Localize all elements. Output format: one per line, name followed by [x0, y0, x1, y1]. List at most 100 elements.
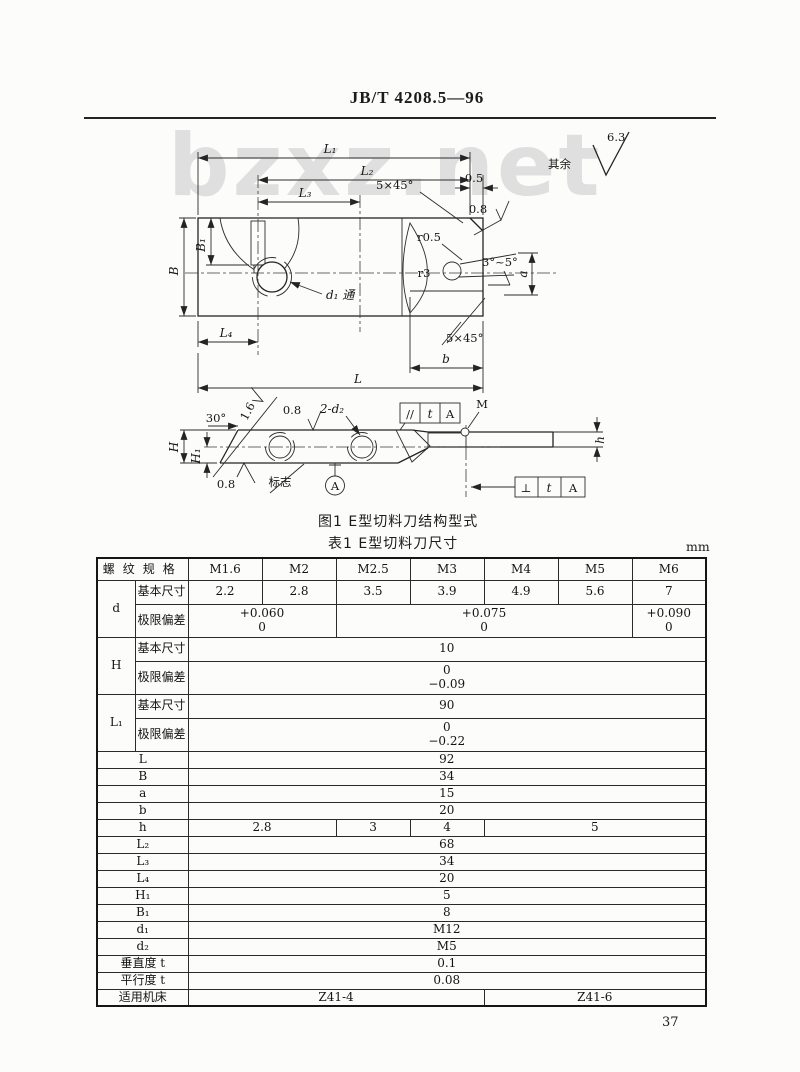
page-number: 37 — [662, 1015, 679, 1030]
dim-label-h: h — [593, 436, 607, 444]
chamfer-bottom-label: 5×45° — [446, 331, 483, 345]
table-cell: 34 — [187, 767, 707, 786]
rough-16-mark: 1.6 — [237, 387, 264, 423]
perpendicular-icon: ⊥ — [521, 481, 532, 495]
column-header: M5 — [557, 557, 633, 581]
table-cell: 2.8 — [261, 579, 337, 605]
table-cell: 10 — [187, 636, 707, 662]
table-cell: 0−0.22 — [187, 717, 707, 752]
svg-text:A: A — [568, 481, 578, 495]
dim-label-H1: H₁ — [189, 448, 203, 464]
table-cell: h — [96, 818, 189, 837]
dim-label-a: a — [516, 270, 530, 277]
slant-edge — [212, 396, 278, 478]
dim-label-L: L — [353, 372, 362, 386]
fillet-circle — [442, 261, 462, 281]
column-header: M4 — [483, 557, 559, 581]
figure-drawing: L₁ L₂ L₃ 5×45° 0.5 B B₁ L — [167, 130, 630, 498]
table-cell: L₁ — [96, 693, 136, 752]
side-view: // t A M 2-d₂ 0.8 1.6 30° 0.8 H — [167, 387, 607, 498]
rough-16-label: 1.6 — [237, 400, 258, 423]
unit-label: mm — [686, 539, 710, 554]
table-cell: 0−0.09 — [187, 660, 707, 695]
relief-wedge — [458, 253, 517, 286]
table-cell: H — [96, 636, 136, 695]
hatched-recess — [402, 221, 428, 314]
m-point — [460, 427, 470, 437]
rough-08-bottom-label: 0.8 — [217, 477, 235, 491]
hatched-band — [395, 429, 431, 463]
top-view: L₁ L₂ L₃ 5×45° 0.5 B B₁ L — [167, 130, 630, 393]
header-rule — [84, 117, 716, 119]
table-cell: 适用机床 — [96, 988, 189, 1007]
roughness-check-icon — [250, 387, 264, 403]
table-cell: 基本尺寸 — [134, 693, 189, 719]
table-cell: 基本尺寸 — [134, 636, 189, 662]
perpendicularity-frame: ⊥ t A — [514, 476, 586, 498]
table-cell: b — [96, 801, 189, 820]
column-header: M2.5 — [335, 557, 411, 581]
table-cell: 5.6 — [557, 579, 633, 605]
dim-label-L2: L₂ — [360, 164, 374, 178]
table-cell: 2.2 — [187, 579, 263, 605]
table-cell: B₁ — [96, 903, 189, 922]
hole-d1-label: d₁ 通 — [326, 288, 356, 302]
relief-angle-label: 3°~5° — [482, 255, 518, 269]
column-header: 螺纹规格 — [96, 557, 189, 581]
table-cell: 基本尺寸 — [134, 579, 189, 605]
table-cell: 8 — [187, 903, 707, 922]
table-cell: 34 — [187, 852, 707, 871]
table-cell: d₁ — [96, 920, 189, 939]
chamfer-edge — [469, 217, 484, 232]
table-cell: 92 — [187, 750, 707, 769]
table-cell: 极限偏差 — [134, 717, 189, 752]
table-cell: 4 — [409, 818, 485, 837]
roughness-check-icon — [307, 410, 322, 432]
general-roughness-label: 其余 — [548, 157, 571, 171]
dim-label-b: b — [442, 352, 450, 366]
parallelism-frame: // t A — [399, 402, 461, 431]
table-cell: 3.5 — [335, 579, 411, 605]
mark-label: 标志 — [269, 475, 292, 489]
column-header: M1.6 — [187, 557, 263, 581]
centerlines — [204, 425, 500, 497]
table-cell: 5 — [187, 886, 707, 905]
table-cell: M12 — [187, 920, 707, 939]
table-cell: 15 — [187, 784, 707, 803]
general-roughness-value: 6.3 — [607, 130, 625, 144]
edge-offset-label: 0.5 — [465, 171, 483, 185]
column-header: M3 — [409, 557, 485, 581]
table-cell: L₂ — [96, 835, 189, 854]
table-cell: Z41-4 — [187, 988, 485, 1007]
tool-body-side — [219, 429, 554, 464]
watermark: bzxz.net — [168, 116, 603, 216]
svg-text:t: t — [428, 407, 433, 421]
table-cell: d₂ — [96, 937, 189, 956]
holes-d2-label: 2-d₂ — [319, 402, 344, 416]
table-cell: M5 — [187, 937, 707, 956]
fillet-r3-label: r3 — [418, 266, 431, 280]
datum-label: A — [330, 479, 340, 493]
column-header: M2 — [261, 557, 337, 581]
dim-label-L3: L₃ — [298, 186, 312, 200]
dim-label-B1: B₁ — [194, 238, 208, 253]
chamfer-top-label: 5×45° — [376, 178, 413, 192]
fillet-r05-label: r0.5 — [417, 230, 441, 244]
roughness-check-icon — [495, 200, 510, 222]
figure-caption: 图1 E型切料刀结构型式 — [318, 514, 479, 530]
table-cell: 68 — [187, 835, 707, 854]
table-cell: 2.8 — [187, 818, 337, 837]
rough-08-face-label: 0.8 — [283, 403, 301, 417]
table-cell: 垂直度 t — [96, 954, 189, 973]
table-cell: 5 — [483, 818, 707, 837]
table-cell: 3.9 — [409, 579, 485, 605]
table-cell: 7 — [631, 579, 707, 605]
table-cell: L₃ — [96, 852, 189, 871]
svg-text:t: t — [547, 481, 552, 495]
insert-section — [427, 432, 467, 448]
